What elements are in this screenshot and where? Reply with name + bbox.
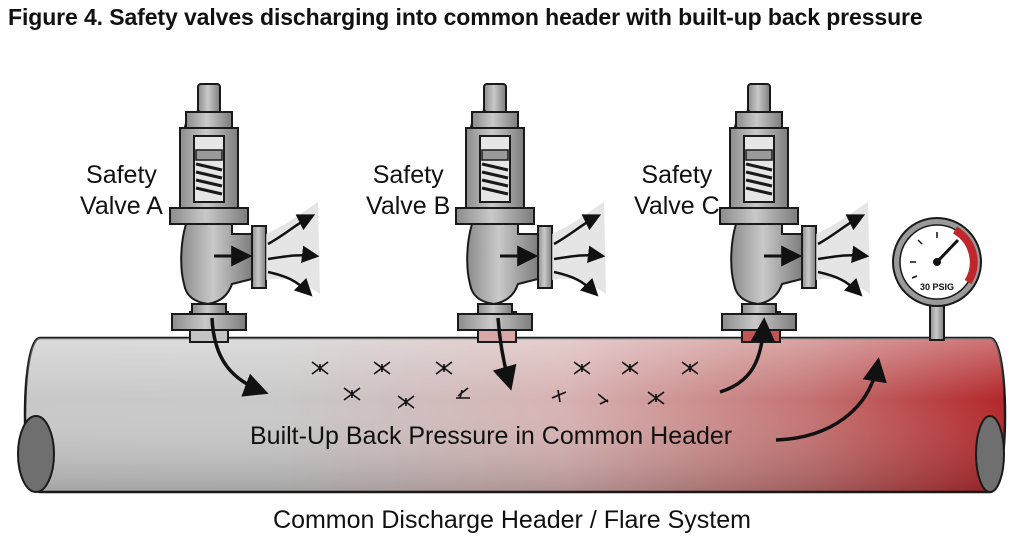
pressure-gauge bbox=[892, 217, 982, 341]
valve-a-label-line1: Safety bbox=[86, 161, 157, 189]
header-pressure-label: Built-Up Back Pressure in Common Header bbox=[250, 422, 733, 450]
flow-arrow-a bbox=[210, 317, 269, 397]
valve-a-label: Safety Valve A bbox=[80, 160, 163, 222]
gauge-reading-label: 30 PSIG bbox=[918, 282, 957, 292]
valve-b-label-line2: Valve B bbox=[366, 192, 451, 220]
flow-arrow-b bbox=[492, 317, 517, 391]
valve-c-label-line1: Safety bbox=[641, 161, 713, 189]
safety-valve-a bbox=[170, 84, 320, 330]
figure-title: Figure 4. Safety valves discharging into… bbox=[8, 4, 923, 30]
common-header-pipe bbox=[17, 336, 1007, 494]
pressure-particles bbox=[311, 361, 699, 409]
backflow-arrow-c bbox=[719, 317, 776, 394]
figure-caption: Common Discharge Header / Flare System bbox=[273, 506, 751, 534]
valve-a-label-line2: Valve A bbox=[80, 192, 163, 220]
valve-c-label: Safety Valve C bbox=[634, 160, 720, 222]
safety-valve-b bbox=[456, 84, 606, 330]
pressure-arrow bbox=[775, 357, 887, 442]
safety-valve-c bbox=[720, 84, 870, 330]
valve-c-label-line2: Valve C bbox=[634, 192, 720, 220]
valve-b-label: Safety Valve B bbox=[366, 160, 450, 222]
valve-b-label-line1: Safety bbox=[372, 161, 444, 189]
